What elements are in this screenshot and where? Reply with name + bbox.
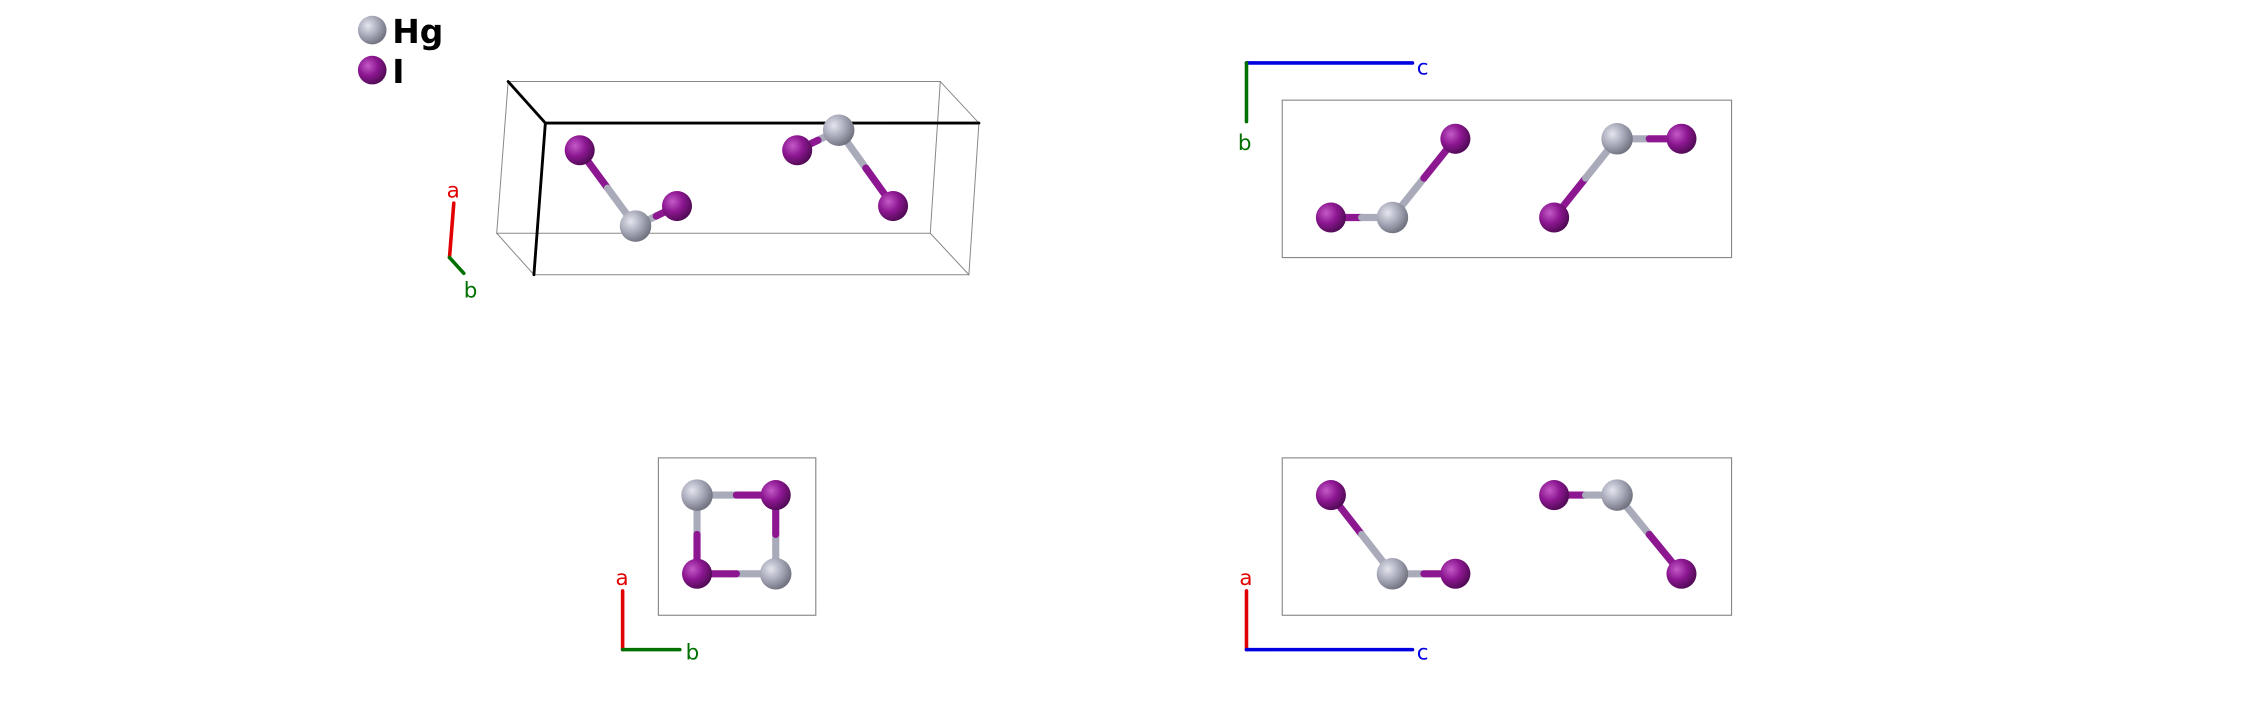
unit-cell-outline: [1281, 99, 1733, 259]
atom-hg: [1376, 558, 1409, 590]
atom-hg: [1376, 201, 1409, 234]
view-ab-projection: [620, 457, 817, 652]
legend-hg-sphere-icon: [357, 15, 387, 45]
view-perspective: [447, 80, 981, 277]
legend-i-label: I: [392, 52, 404, 91]
view2-axis-c-label: c: [1417, 55, 1429, 80]
unit-cell-edge: [496, 232, 535, 276]
unit-cell-edge: [929, 232, 970, 276]
atom-hg: [619, 210, 652, 242]
unit-cell-outline: [657, 457, 817, 616]
view2-axis-b-label: b: [1238, 131, 1252, 156]
unit-cell-origin-edge: [506, 80, 547, 125]
atom-i: [760, 480, 791, 511]
atom-i: [1315, 202, 1346, 233]
atom-hg: [1601, 479, 1633, 511]
atom-i: [564, 135, 595, 166]
atom-i: [661, 191, 693, 222]
unit-cell-edge: [968, 122, 980, 276]
view4-axis-c-label: c: [1417, 641, 1429, 666]
atom-i: [1666, 558, 1697, 589]
atom-hg: [1601, 123, 1633, 155]
atom-hg: [681, 479, 713, 511]
view4-axis-a-label: a: [1239, 566, 1252, 591]
atom-i: [1666, 123, 1697, 154]
atom-i: [782, 135, 813, 166]
atom-hg: [822, 114, 855, 146]
view-bc-projection: [1244, 61, 1733, 259]
atom-i: [1440, 558, 1471, 589]
view3-axis-a-label: a: [615, 566, 628, 591]
view1-axis-a-label: a: [447, 178, 460, 203]
legend-hg-label: Hg: [392, 12, 443, 51]
atom-i: [1539, 202, 1570, 233]
atom-i: [1315, 480, 1346, 511]
legend-i-sphere-icon: [357, 55, 387, 85]
unit-cell-edge: [939, 81, 980, 124]
view3-axis-b-label: b: [686, 641, 700, 666]
axis-a-line: [447, 201, 456, 260]
atom-i: [682, 558, 713, 589]
atom-i: [878, 191, 909, 222]
unit-cell-edge: [929, 81, 941, 234]
atom-hg: [759, 558, 792, 590]
view1-axis-b-label: b: [464, 279, 478, 304]
view-ac-projection: [1244, 457, 1733, 652]
axis-b-line: [447, 255, 466, 276]
unit-cell-origin-edge: [532, 121, 547, 277]
atom-i: [1440, 123, 1471, 154]
legend: Hg I: [357, 12, 443, 91]
atom-i: [1539, 480, 1570, 511]
unit-cell-edge: [496, 81, 509, 234]
unit-cell-outline: [1281, 457, 1733, 616]
